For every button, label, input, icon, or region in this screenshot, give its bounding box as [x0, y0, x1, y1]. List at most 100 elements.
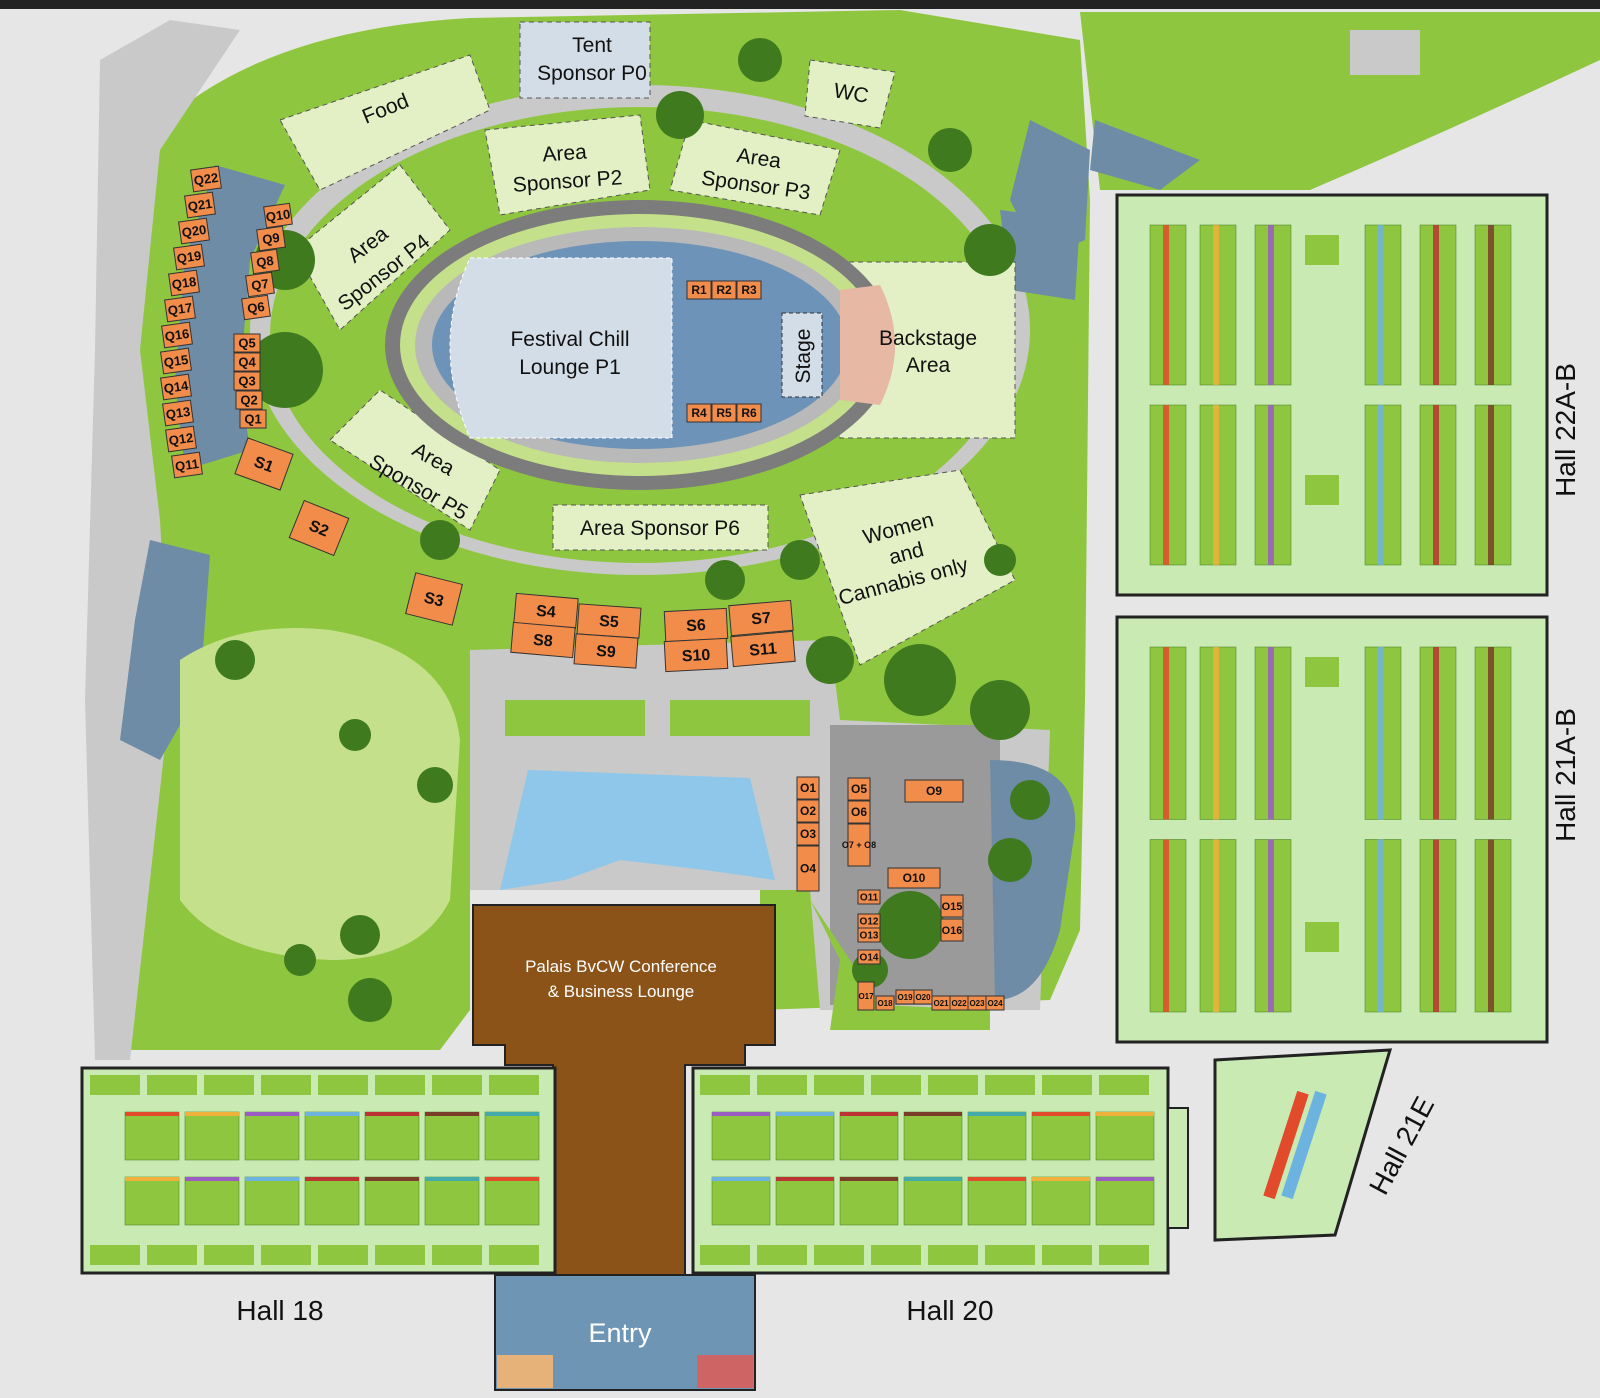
- booth-box: [857, 949, 881, 965]
- hall-22-stand-stripe: [1163, 225, 1169, 385]
- plaza-green-lower: [810, 900, 990, 1030]
- top-right-block: [1350, 30, 1420, 75]
- booth: R3: [736, 280, 762, 300]
- hall-20-stand: [711, 1111, 771, 1161]
- booth-box: [940, 918, 964, 942]
- hall-22-stand-stripe: [1488, 405, 1494, 565]
- booth: R5: [711, 403, 737, 423]
- booth: O7 + O8: [842, 823, 876, 867]
- hall-22-stand-stripe: [1433, 225, 1439, 385]
- booth: S4: [513, 592, 579, 630]
- hall-18-stand: [304, 1176, 360, 1226]
- hall-18-bottom-stand: [147, 1245, 197, 1265]
- booth-label: O13: [860, 931, 879, 942]
- plaza-green-2: [670, 700, 810, 736]
- hall-18-stand-stripe: [305, 1112, 359, 1116]
- booth: R4: [686, 403, 712, 423]
- hall-18-top-stand: [432, 1075, 482, 1095]
- blue-lane-top-right: [1090, 120, 1200, 190]
- hall-20-bottom-stand: [700, 1245, 750, 1265]
- booth-label: O23: [969, 999, 985, 1008]
- booth-box: [173, 243, 205, 271]
- booth-label: O7 + O8: [842, 840, 876, 850]
- hall-18-stand-stripe: [425, 1177, 479, 1181]
- green-top-right: [1080, 12, 1600, 190]
- hall-20-floorplan: [691, 1066, 1189, 1275]
- hall-21-stand-stripe: [1488, 647, 1494, 820]
- hall-21-floorplan: [1115, 615, 1549, 1044]
- entry-left-block: [497, 1355, 553, 1388]
- hall-18-outline: [80, 1066, 557, 1275]
- booth-label: Q7: [250, 276, 269, 293]
- booth-box: [985, 995, 1005, 1011]
- backstage-area: [840, 285, 895, 405]
- hall-20-bottom-stand: [985, 1245, 1035, 1265]
- booth: O14: [857, 949, 881, 965]
- booth-label: R6: [741, 406, 757, 420]
- hall-21-stand-stripe: [1268, 839, 1274, 1012]
- hall-18-bottom-stand: [204, 1245, 254, 1265]
- booth-box: [796, 845, 820, 892]
- booth: Q11: [171, 451, 203, 479]
- hall-18-top-stand: [147, 1075, 197, 1095]
- booth-label: Q11: [174, 456, 200, 474]
- hall-20-stand: [1095, 1111, 1155, 1161]
- hall-22-floorplan: [1115, 193, 1549, 597]
- booth-label: Q17: [167, 300, 193, 318]
- hall-18-stand: [184, 1176, 240, 1226]
- top-border: [0, 0, 1600, 9]
- hall-22-stand-stripe: [1213, 225, 1219, 385]
- booth-box: [796, 776, 820, 800]
- hall-21-stand-stripe: [1163, 647, 1169, 820]
- plaza-green-1: [505, 700, 645, 736]
- hall-21e-stand-row: [1281, 1090, 1327, 1200]
- booth-label: S4: [535, 603, 556, 622]
- booth-label: R2: [716, 283, 732, 297]
- booth-box: [711, 403, 737, 423]
- hall-20-top-stand: [757, 1075, 807, 1095]
- hall-20-top-stand: [985, 1075, 1035, 1095]
- hall-18-stand: [484, 1111, 540, 1161]
- booth-box: [184, 191, 216, 219]
- booth-label: O17: [858, 992, 874, 1001]
- chill-label-1: Festival Chill: [510, 328, 629, 351]
- booth-box: [847, 823, 871, 867]
- booth: O23: [967, 995, 987, 1011]
- booth: O10: [887, 867, 941, 889]
- booth-box: [160, 347, 192, 375]
- booth-box: [234, 437, 294, 491]
- hall-20-stand-stripe: [1032, 1177, 1090, 1181]
- booth-box: [233, 333, 261, 353]
- booth: S8: [510, 621, 576, 659]
- booth-label: Q10: [265, 206, 291, 224]
- hall-18-floorplan: [80, 1066, 557, 1275]
- booth: Q9: [256, 225, 286, 252]
- hall-18-stand: [184, 1111, 240, 1161]
- hall-20-stand-stripe: [904, 1177, 962, 1181]
- hall-18-stand: [424, 1111, 480, 1161]
- hall-22-stand-stripe: [1488, 225, 1494, 385]
- booth-label: O3: [800, 827, 816, 841]
- hall-18-stand: [364, 1176, 420, 1226]
- booth: S3: [405, 572, 463, 626]
- booth: S9: [573, 633, 639, 669]
- booth-box: [233, 352, 261, 372]
- booth-label: Q21: [187, 196, 213, 214]
- hall-22-label: Hall 22A-B: [1550, 363, 1581, 497]
- area-p3: [669, 119, 841, 216]
- booth-label: R5: [716, 406, 732, 420]
- hall-18-bottom-stand: [261, 1245, 311, 1265]
- booth-label: R4: [691, 406, 707, 420]
- hall-21-stand-stripe: [1378, 647, 1384, 820]
- conference-label-2: & Business Lounge: [548, 982, 695, 1001]
- booth-box: [190, 165, 222, 193]
- booth-label: O16: [942, 925, 963, 937]
- booth-box: [904, 779, 964, 803]
- hall-18-stand: [424, 1176, 480, 1226]
- hall-20-top-stand: [1042, 1075, 1092, 1095]
- hall-18-stand-stripe: [245, 1112, 299, 1116]
- hall-18-stand-stripe: [485, 1177, 539, 1181]
- hall-20-bottom-stand: [928, 1245, 978, 1265]
- booth: O15: [940, 894, 964, 918]
- hall-20-stand: [1095, 1176, 1155, 1226]
